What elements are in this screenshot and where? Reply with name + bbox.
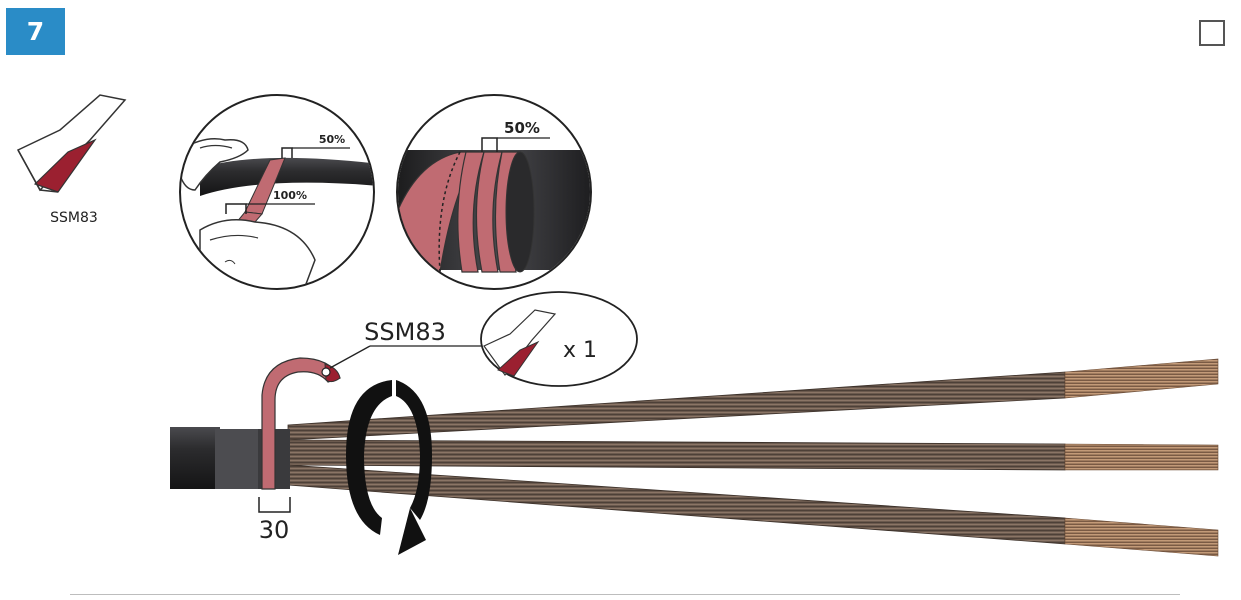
tape-roll-code: SSM83: [50, 210, 98, 226]
rotation-arrow-icon: [346, 380, 432, 555]
red-tape-wrap: [261, 357, 341, 490]
dimension-bracket: [258, 497, 291, 513]
step-number-badge: 7: [6, 8, 65, 55]
callout-leader: [329, 345, 371, 369]
dimension-value: 30: [259, 516, 290, 544]
wrap-full-label: 100%: [273, 189, 307, 202]
overlap-label: 50%: [504, 119, 540, 137]
tape-roll-icon: [16, 94, 127, 193]
quantity-bubble: [480, 291, 638, 387]
wrap-overlap-label: 50%: [319, 133, 345, 146]
callout-product-code: SSM83: [364, 318, 446, 346]
step-done-checkbox[interactable]: [1199, 20, 1225, 46]
detail-circle-overlap: [396, 94, 592, 290]
quantity-label: x 1: [563, 338, 597, 363]
bottom-divider: [70, 594, 1180, 595]
